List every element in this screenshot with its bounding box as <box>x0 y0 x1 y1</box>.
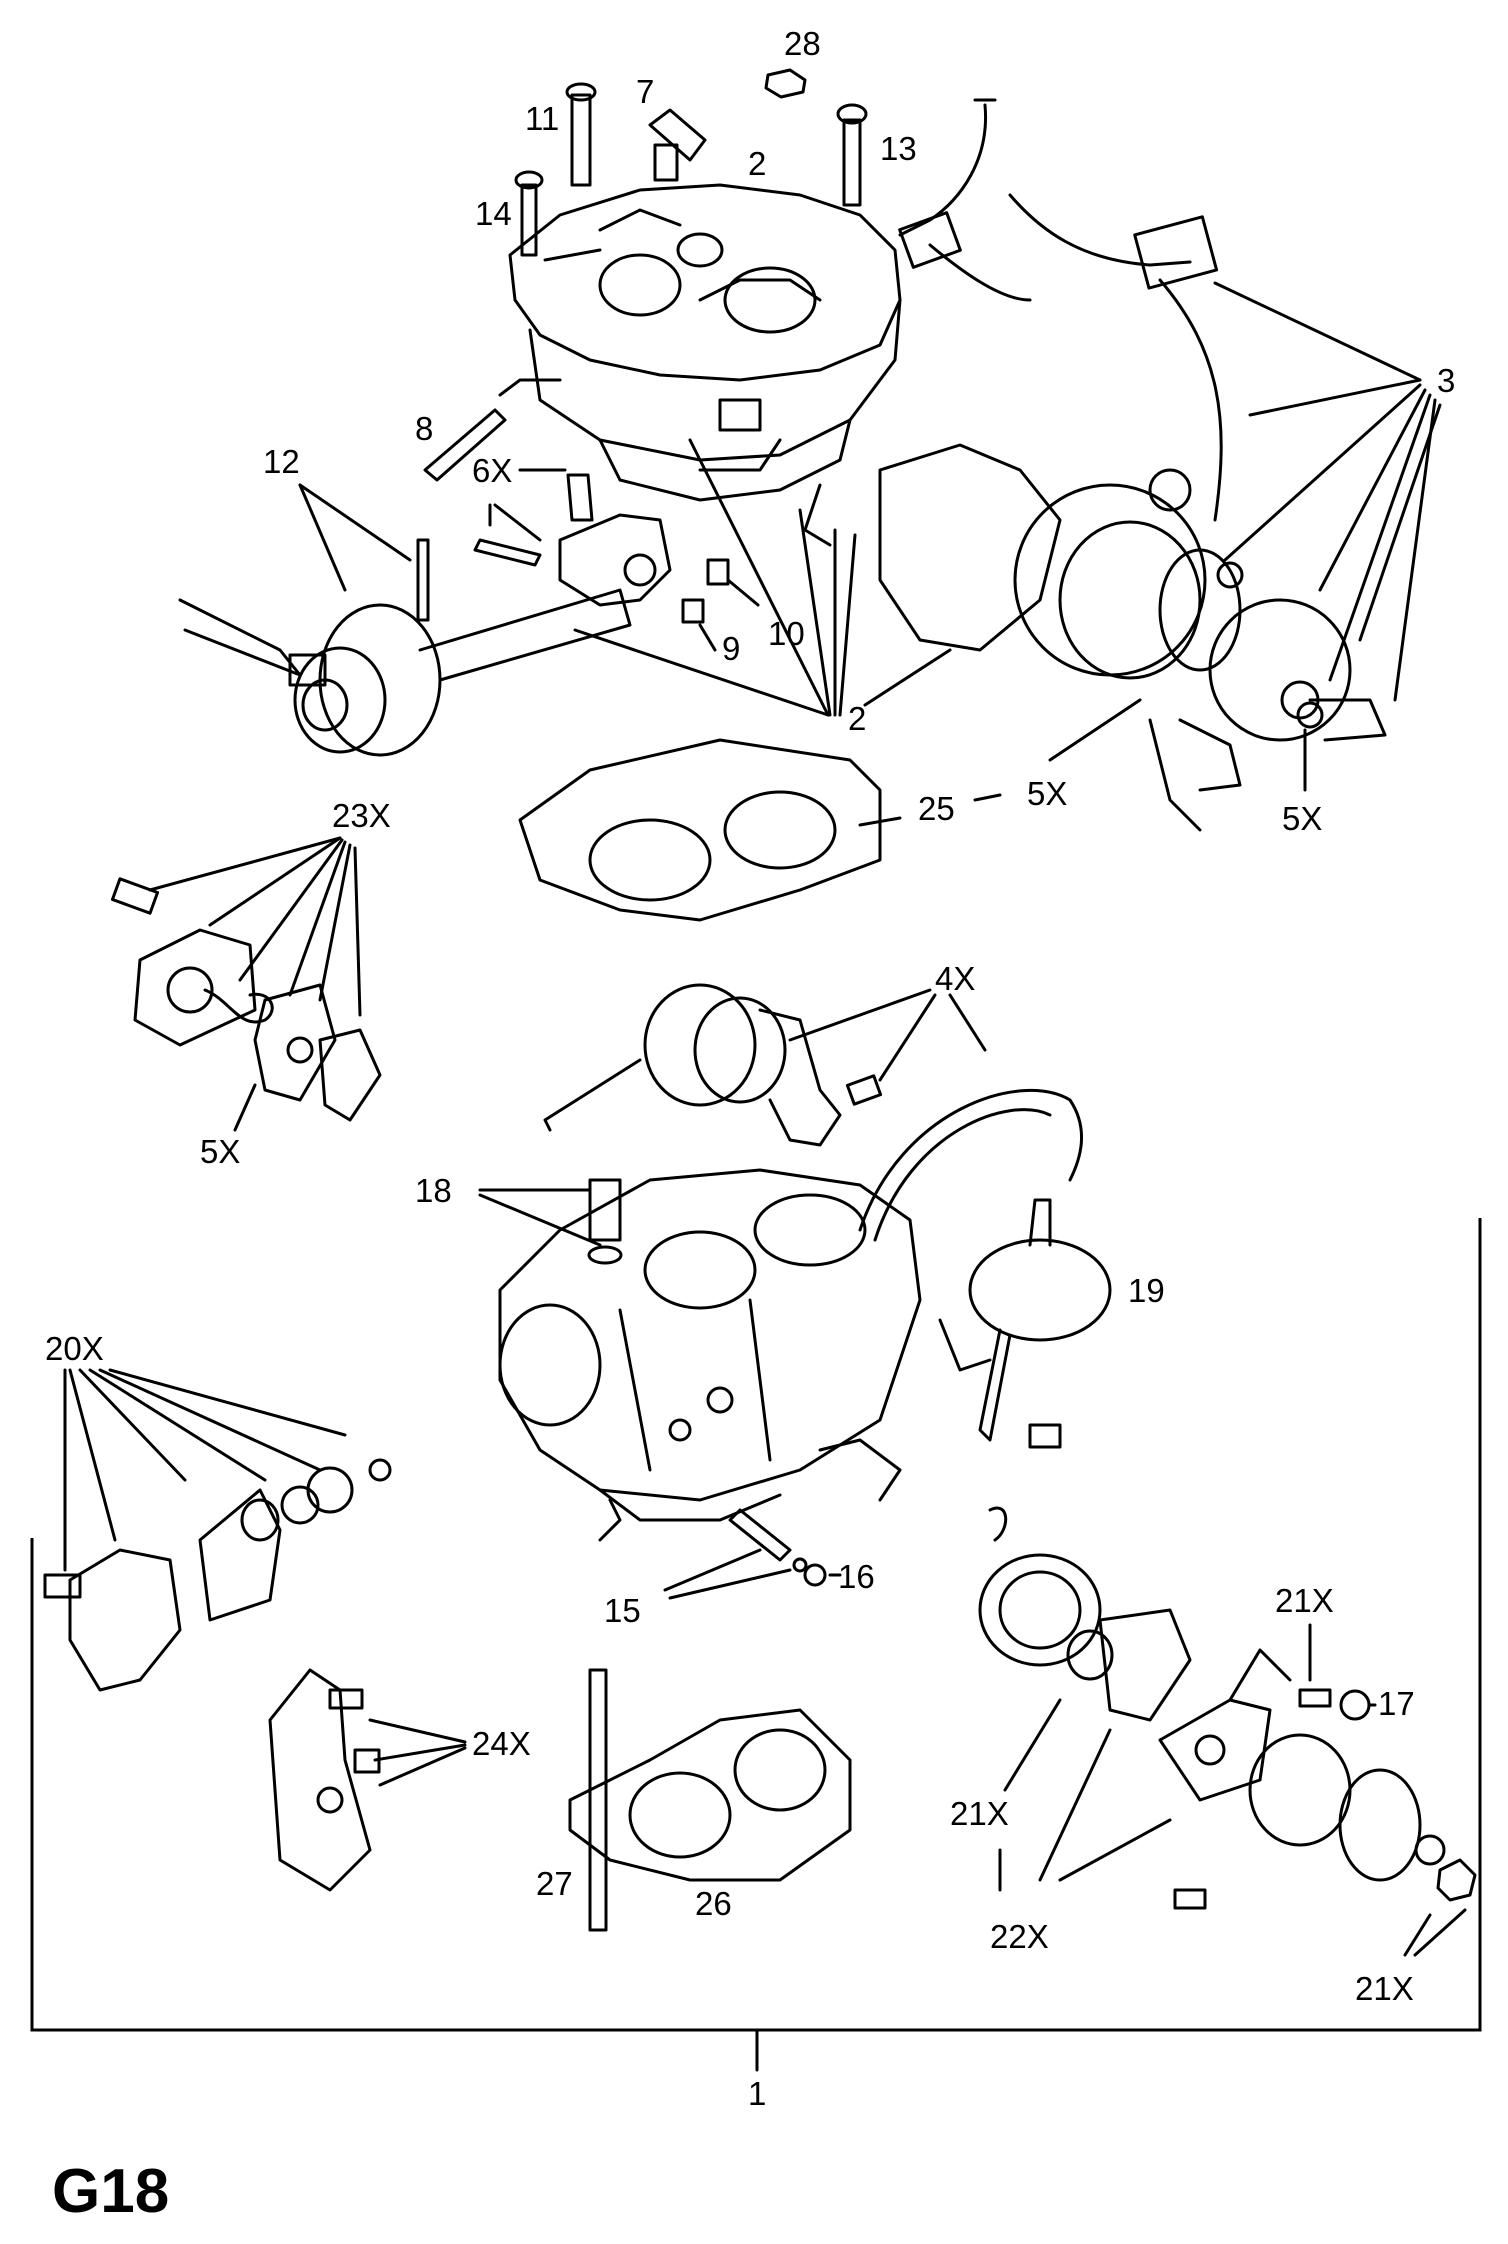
choke-lever-22x <box>1098 1608 1292 1802</box>
screw-14 <box>514 170 544 257</box>
pin-8 <box>423 408 507 482</box>
callout-5x-mid: 5X <box>1027 775 1067 812</box>
screw-11 <box>565 82 597 187</box>
callout-22x: 22X <box>990 1918 1049 1955</box>
vacuum-unit-12 <box>178 538 632 757</box>
callout-6x: 6X <box>472 452 512 489</box>
callout-11: 11 <box>525 100 559 137</box>
carburettor-top-cover <box>498 183 902 502</box>
callout-5x-right: 5X <box>1282 800 1322 837</box>
callout-23x: 23X <box>332 797 391 834</box>
callout-5x-left: 5X <box>200 1133 240 1170</box>
bracket-24x <box>268 1668 381 1892</box>
callout-19: 19 <box>1128 1272 1165 1309</box>
jet-15 <box>728 1508 792 1562</box>
leader-lines <box>63 281 1467 2072</box>
callout-21x-a: 21X <box>1275 1582 1334 1619</box>
choke-housing <box>803 443 1387 832</box>
plug-9 <box>681 598 705 624</box>
wiring-harness-3 <box>898 98 1223 522</box>
callout-2-top: 2 <box>748 145 766 182</box>
callout-9: 9 <box>722 630 740 667</box>
washer-16 <box>792 1557 827 1587</box>
nut-17 <box>1298 1688 1371 1721</box>
callout-13: 13 <box>880 130 917 167</box>
callout-1: 1 <box>748 2075 766 2112</box>
callout-2-mid: 2 <box>848 700 866 737</box>
callout-27: 27 <box>536 1865 573 1902</box>
enrichment-device-20x <box>43 1458 392 1692</box>
choke-spring-21x <box>978 1506 1114 1681</box>
stud-27 <box>588 1668 608 1932</box>
callout-4x: 4X <box>935 960 975 997</box>
callout-3: 3 <box>1437 362 1455 399</box>
callout-21x-c: 21X <box>1355 1970 1414 2007</box>
callout-7: 7 <box>636 73 654 110</box>
screw-lower <box>1173 1888 1207 1910</box>
gasket-26 <box>568 1708 852 1882</box>
diagram-code: G18 <box>52 2157 169 2226</box>
assembly-bracket-1 <box>30 1218 1482 2032</box>
plug-10 <box>706 558 730 586</box>
accelerator-pump-23x <box>110 877 382 1122</box>
pulldown-unit-19 <box>938 1198 1112 1449</box>
diaphragm-4x <box>543 983 883 1147</box>
callout-labels: 28 7 11 13 2 14 3 8 12 6X 10 9 2 25 5X 5… <box>45 25 1455 2112</box>
callout-24x: 24X <box>472 1725 531 1762</box>
callout-18: 18 <box>415 1172 452 1209</box>
callout-16: 16 <box>838 1558 875 1595</box>
lever-assembly-6x <box>473 473 672 607</box>
callout-21x-b: 21X <box>950 1795 1009 1832</box>
callout-17: 17 <box>1378 1685 1415 1722</box>
callout-28: 28 <box>784 25 821 62</box>
nut-28 <box>764 68 807 99</box>
callout-8: 8 <box>415 410 433 447</box>
callout-15: 15 <box>604 1592 641 1629</box>
callout-20x: 20X <box>45 1330 104 1367</box>
vacuum-hose <box>858 1088 1084 1242</box>
carburettor-main-body <box>498 1168 922 1542</box>
callout-12: 12 <box>263 443 300 480</box>
choke-housing-lower <box>1248 1733 1477 1902</box>
gasket-25 <box>518 738 882 922</box>
fitting-7 <box>648 108 707 182</box>
screw-13 <box>836 103 868 207</box>
callout-25: 25 <box>918 790 955 827</box>
callout-14: 14 <box>475 195 512 232</box>
fitting-18 <box>587 1178 623 1265</box>
callout-10: 10 <box>768 615 805 652</box>
callout-26: 26 <box>695 1885 732 1922</box>
